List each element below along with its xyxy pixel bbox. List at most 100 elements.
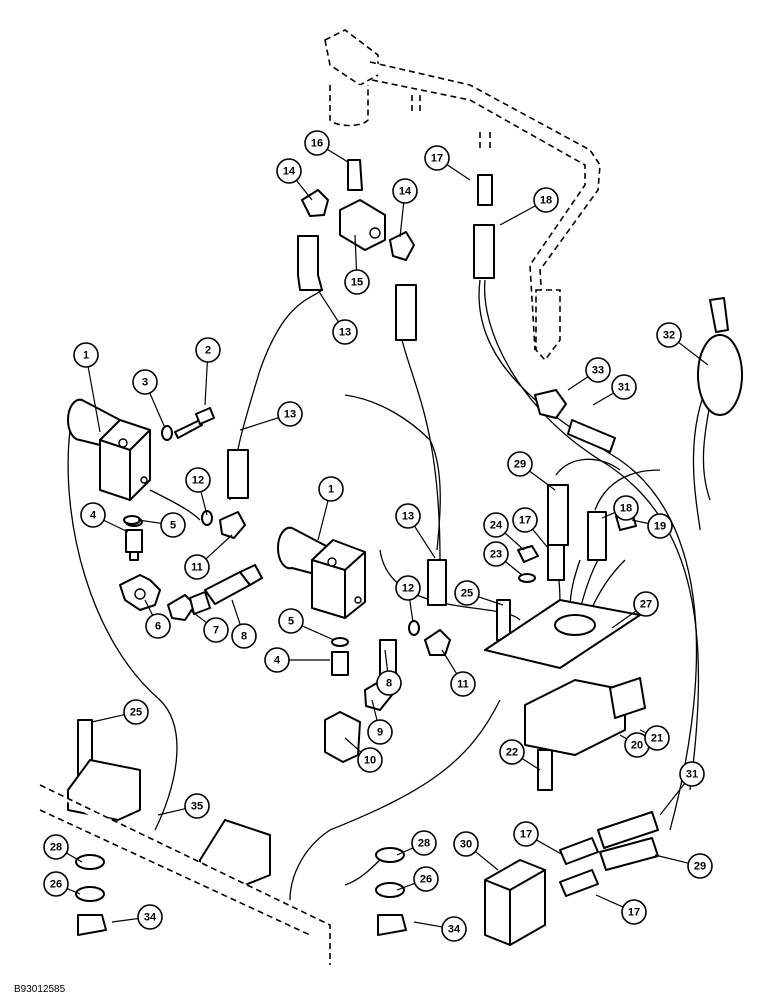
- callout-label: 35: [191, 801, 203, 813]
- callout-leader: [231, 599, 241, 625]
- callout-label: 18: [540, 195, 552, 207]
- callout-c2: 2: [195, 337, 221, 406]
- callout-circle: [453, 831, 479, 857]
- callout-c31a: 31: [592, 374, 637, 406]
- callout-c1b: 1: [317, 476, 344, 541]
- callout-c21: 21: [639, 725, 670, 751]
- callout-label: 17: [431, 153, 443, 165]
- callout-leader: [399, 202, 405, 238]
- callout-label: 17: [628, 907, 640, 919]
- callout-circle: [123, 699, 149, 725]
- callout-leader: [413, 921, 443, 928]
- callout-c17d: 17: [595, 894, 647, 925]
- callout-label: 18: [620, 503, 632, 515]
- tube-assembly: [324, 29, 601, 362]
- callout-leader: [326, 148, 349, 163]
- callout-label: 1: [328, 484, 334, 496]
- callout-leader: [446, 164, 471, 181]
- callout-leader: [529, 470, 556, 491]
- callout-c12b: 12: [395, 575, 421, 623]
- callout-leader: [654, 854, 689, 864]
- callout-label: 8: [386, 678, 392, 690]
- callout-label: 34: [448, 924, 461, 936]
- callout-leader: [301, 625, 335, 641]
- callout-c33: 33: [567, 357, 611, 391]
- callout-c15: 15: [344, 234, 370, 295]
- callout-label: 12: [192, 475, 204, 487]
- callout-circle: [185, 467, 211, 493]
- callout-leader: [344, 737, 362, 753]
- callout-c25b: 25: [91, 699, 149, 725]
- callout-label: 34: [144, 912, 157, 924]
- callout-circle: [195, 337, 221, 363]
- callout-label: 31: [686, 769, 698, 781]
- callout-c3: 3: [132, 369, 166, 429]
- callout-c5a: 5: [137, 512, 186, 538]
- callout-c19: 19: [631, 513, 673, 539]
- callout-label: 1: [83, 350, 89, 362]
- callout-c4b: 4: [264, 647, 330, 673]
- callout-c11a: 11: [184, 534, 233, 580]
- callout-label: 24: [490, 520, 503, 532]
- callout-leader: [409, 599, 414, 623]
- callout-c4a: 4: [80, 502, 129, 533]
- callout-c11b: 11: [441, 649, 476, 697]
- callout-circle: [145, 613, 171, 639]
- callout-leader: [413, 525, 436, 559]
- callout-c17b: 17: [512, 507, 549, 549]
- callout-label: 32: [663, 330, 675, 342]
- callout-circle: [264, 647, 290, 673]
- callout-c25a: 25: [454, 580, 504, 606]
- callout-leader: [157, 808, 186, 816]
- callout-leader: [536, 839, 564, 856]
- callout-leader: [619, 734, 627, 740]
- callout-leader: [295, 180, 313, 201]
- callout-c27: 27: [611, 591, 659, 629]
- callout-circle: [513, 821, 539, 847]
- callout-leader: [601, 512, 616, 519]
- callout-label: 23: [490, 549, 502, 561]
- callout-c13a: 13: [317, 289, 358, 345]
- callout-c5b: 5: [278, 608, 335, 641]
- callout-leader: [384, 649, 389, 672]
- fittings: [39, 159, 743, 965]
- callout-c30: 30: [453, 831, 499, 871]
- callout-c29a: 29: [507, 451, 556, 491]
- callout-circle: [633, 591, 659, 617]
- callout-c14a: 14: [276, 158, 313, 201]
- callout-label: 3: [142, 377, 148, 389]
- callout-leader: [592, 392, 614, 406]
- callout-c17c: 17: [513, 821, 564, 856]
- callout-c31b: 31: [659, 761, 705, 816]
- callout-leader: [204, 361, 208, 406]
- callout-leader: [396, 847, 414, 856]
- callout-leader: [144, 599, 154, 616]
- callout-label: 26: [50, 879, 62, 891]
- callout-circle: [644, 725, 670, 751]
- callout-leader: [521, 757, 541, 771]
- drawing-number: B93012585: [14, 984, 66, 995]
- callout-label: 12: [402, 583, 414, 595]
- callout-c22: 22: [499, 739, 541, 771]
- callout-circle: [413, 866, 439, 892]
- callout-label: 29: [694, 861, 706, 873]
- callout-circle: [679, 761, 705, 787]
- callout-circle: [160, 512, 186, 538]
- callout-circle: [344, 269, 370, 295]
- callout-c26a: 26: [43, 871, 81, 897]
- callout-circle: [621, 899, 647, 925]
- callout-label: 33: [592, 365, 604, 377]
- callout-label: 7: [213, 625, 219, 637]
- callout-c24: 24: [483, 512, 525, 551]
- callout-leader: [205, 534, 233, 560]
- callout-circle: [184, 554, 210, 580]
- callout-c13c: 13: [395, 503, 436, 559]
- callout-circle: [533, 187, 559, 213]
- callout-circle: [483, 541, 509, 567]
- callout-circle: [656, 322, 682, 348]
- callout-label: 9: [377, 727, 383, 739]
- callout-leader: [639, 729, 647, 734]
- valve-block-upper: [66, 398, 151, 501]
